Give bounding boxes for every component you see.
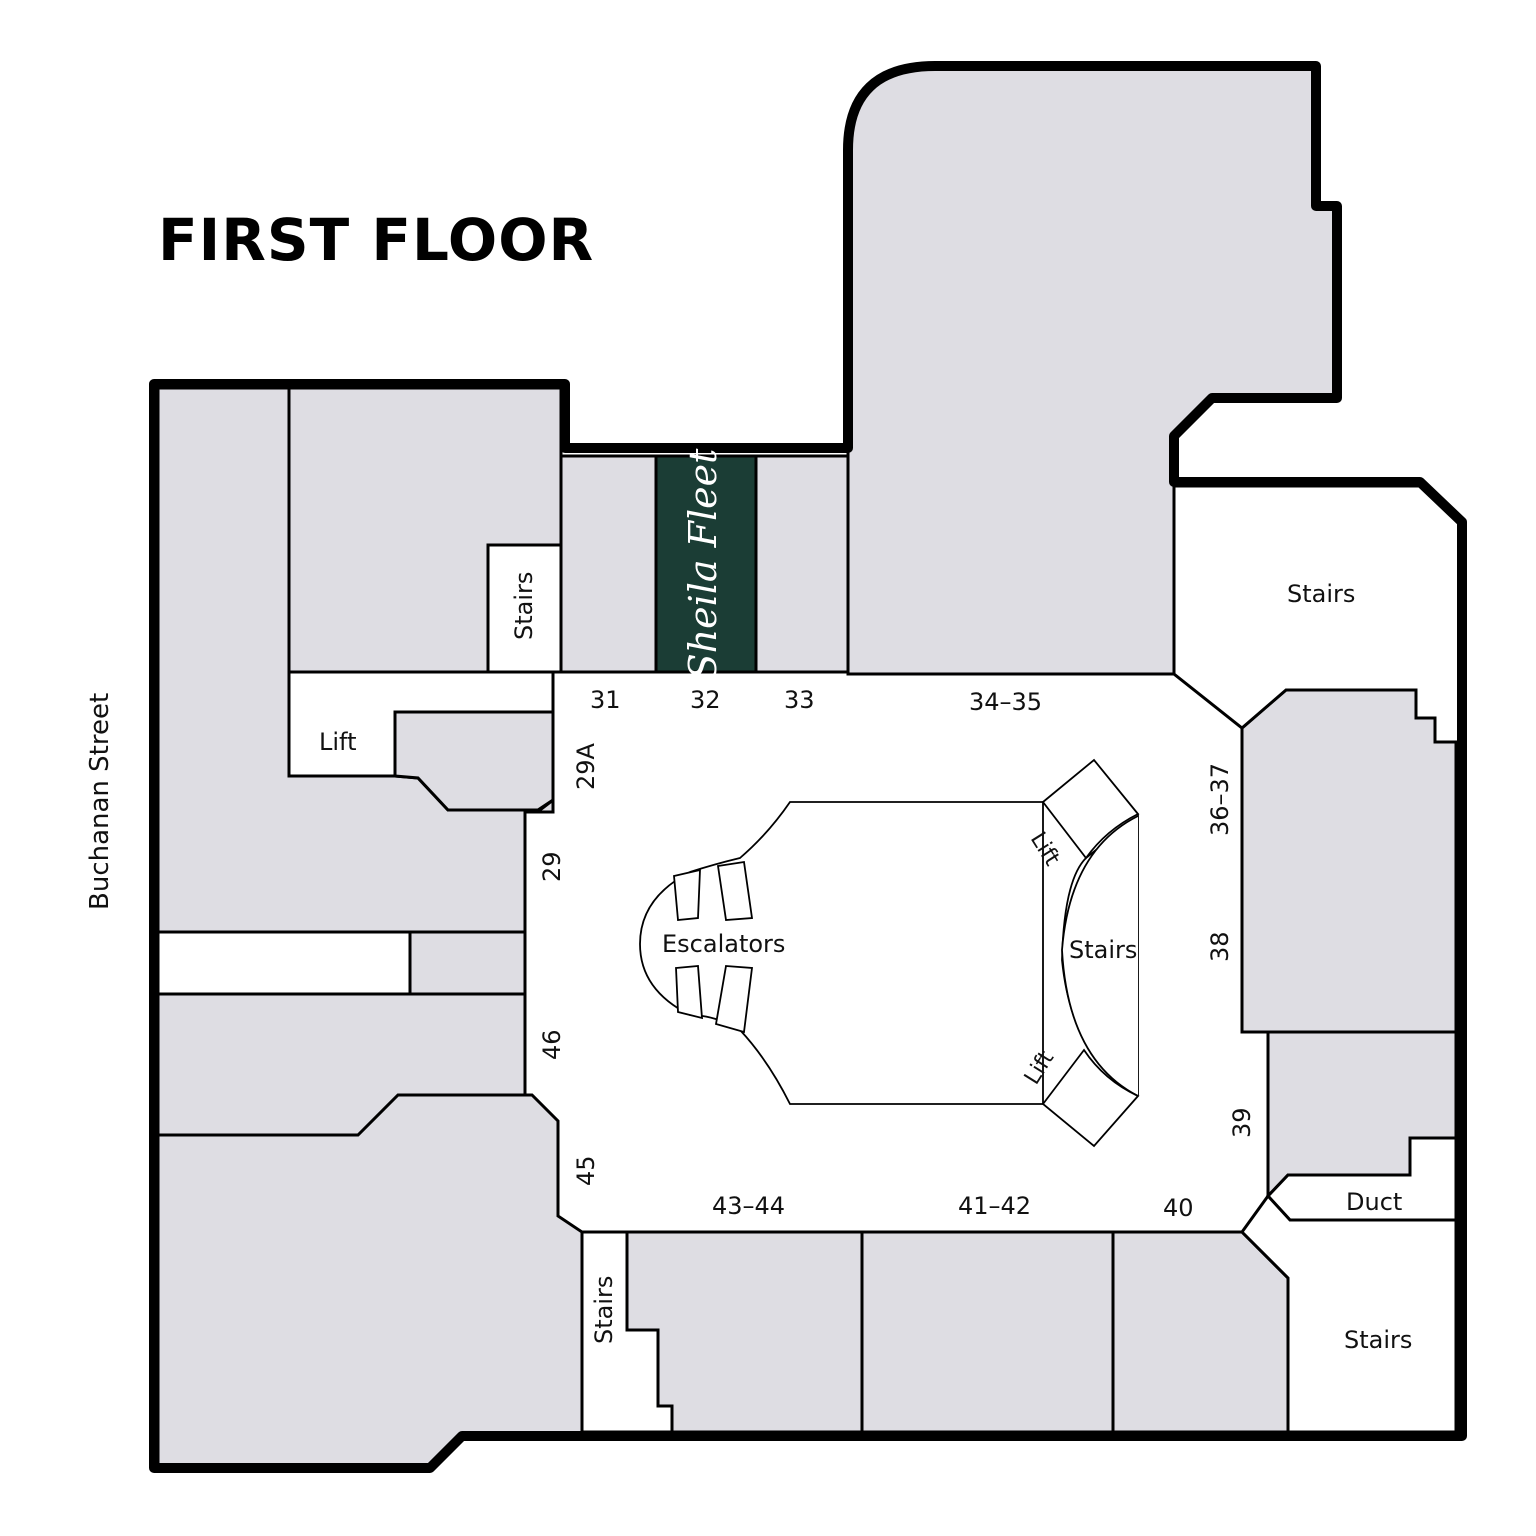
label-unit-43-44: 43–44 [712,1192,785,1220]
unit-small-west[interactable] [408,930,527,996]
sheila-fleet-logo: Sheila Fleet [681,448,725,680]
unit-36-37-38[interactable] [1240,688,1458,1034]
unit-43-44[interactable] [625,1230,864,1434]
unit-41-42[interactable] [860,1230,1115,1434]
unit-40[interactable] [1111,1230,1290,1434]
label-stairs-north-east: Stairs [1287,580,1355,608]
stairs-south-east [1240,1193,1458,1434]
lift-atrium-south [1041,1048,1140,1148]
label-unit-40: 40 [1163,1194,1194,1222]
floor-title: FIRST FLOOR [158,206,594,274]
lift-west [287,670,555,778]
label-stairs-south: Stairs [590,1276,618,1344]
unit-45[interactable] [156,1093,584,1470]
label-unit-29A: 29A [572,742,600,790]
label-unit-39: 39 [1228,1107,1256,1138]
label-lift-west: Lift [319,728,356,756]
label-unit-45: 45 [572,1155,600,1186]
stairs-atrium-curve [1061,815,1139,1097]
label-unit-33: 33 [784,686,815,714]
lift-atrium-north [1041,758,1140,860]
label-unit-29: 29 [538,851,566,882]
label-stairs-north-west: Stairs [510,572,538,640]
label-unit-36-37: 36–37 [1206,763,1234,836]
label-duct: Duct [1346,1188,1402,1216]
label-unit-34-35: 34–35 [969,688,1042,716]
label-stairs-atrium: Stairs [1069,936,1137,964]
unit-32-sheila-fleet[interactable] [654,454,758,674]
corridor-strip [156,930,412,996]
escalator-2 [716,860,754,921]
label-unit-31: 31 [590,686,621,714]
escalator-1 [673,868,701,921]
label-unit-38: 38 [1206,931,1234,962]
escalator-3 [675,965,703,1020]
brand-logo-text: Sheila Fleet [681,448,725,680]
unit-31[interactable] [559,454,658,674]
label-unit-46: 46 [538,1029,566,1060]
street-label: Buchanan Street [85,693,115,910]
label-unit-32: 32 [690,686,721,714]
label-escalators: Escalators [662,930,785,958]
label-unit-41-42: 41–42 [958,1192,1031,1220]
building-outline [149,61,1467,1473]
unit-29A[interactable] [393,710,555,812]
escalator-4 [714,965,754,1034]
label-stairs-south-east: Stairs [1344,1326,1412,1354]
unit-33[interactable] [754,454,850,674]
